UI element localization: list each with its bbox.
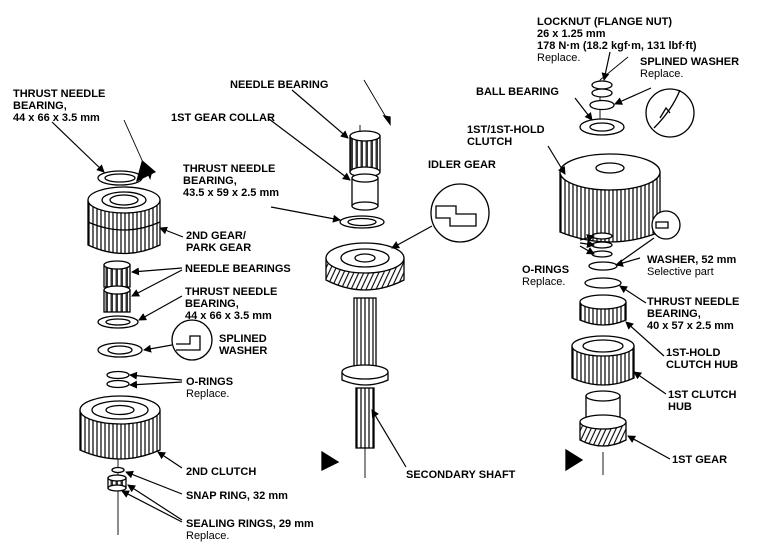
gear-collar-label: 1ST GEAR COLLAR <box>171 112 275 124</box>
snap-ring-part <box>111 466 125 474</box>
locknut-label: LOCKNUT (FLANGE NUT) 26 x 1.25 mm 178 N·… <box>537 16 697 64</box>
thrust-right-label: THRUST NEEDLE BEARING, 40 x 57 x 2.5 mm <box>647 296 740 332</box>
right-washer-detail <box>645 88 695 138</box>
thrust-left-mid-label: THRUST NEEDLE BEARING, 44 x 66 x 3.5 mm <box>185 286 278 322</box>
snap-ring-label: SNAP RING, 32 mm <box>186 490 288 502</box>
washer-52-label: WASHER, 52 mm Selective part <box>647 254 737 278</box>
left-orings-part <box>106 370 130 380</box>
washer-52-part <box>588 261 618 271</box>
leader-lines <box>51 51 671 523</box>
gear-2nd-label: 2ND GEAR/ PARK GEAR <box>186 230 252 254</box>
washer-52-detail <box>651 210 681 240</box>
locknut-part <box>591 80 613 90</box>
clutch-1st-hold-label: 1ST/1ST-HOLD CLUTCH <box>467 124 545 148</box>
thrust-center-label: THRUST NEEDLE BEARING, 43.5 x 59 x 2.5 m… <box>183 163 280 199</box>
needle-bearings-label: NEEDLE BEARINGS <box>185 263 291 275</box>
sealing-rings-part <box>107 474 127 492</box>
clutch-2nd-label: 2ND CLUTCH <box>186 466 257 478</box>
sealing-rings-label: SEALING RINGS, 29 mm Replace. <box>186 518 314 542</box>
orings-right-label: O-RINGS Replace. <box>522 264 570 288</box>
orings-left-label: O-RINGS Replace. <box>186 376 234 400</box>
thrust-left-top-label: THRUST NEEDLE BEARING, 44 x 66 x 3.5 mm <box>13 88 106 124</box>
hold-hub-part <box>579 294 627 326</box>
idler-detail <box>430 183 490 243</box>
gear-1st-part <box>579 390 627 447</box>
needle-bearings-part <box>103 260 131 313</box>
clutch-hub-1st-label: 1ST CLUTCH HUB <box>668 389 737 413</box>
ball-bearing-label: BALL BEARING <box>476 86 559 98</box>
left-washer-detail <box>171 319 213 361</box>
needle-bearing-part <box>349 135 381 173</box>
right-thrust-bearing-part <box>584 277 622 289</box>
second-clutch-part <box>79 395 161 460</box>
second-gear-part <box>87 186 161 255</box>
secondary-shaft-part <box>341 297 389 478</box>
center-assembly <box>321 79 490 478</box>
secondary-shaft-label: SECONDARY SHAFT <box>406 469 516 481</box>
splined-washer-left-label: SPLINED WASHER <box>219 333 268 357</box>
idler-gear-label: IDLER GEAR <box>428 159 496 171</box>
needle-bearing-top-label: NEEDLE BEARING <box>230 79 329 91</box>
right-orings-part <box>591 232 613 240</box>
idler-gear-part <box>325 242 405 291</box>
clutch-1st-hold-part <box>559 153 661 243</box>
right-splined-washer-part <box>589 99 615 111</box>
right-assembly <box>559 56 695 475</box>
gear-1st-label: 1ST GEAR <box>672 454 728 466</box>
left-assembly <box>79 119 213 535</box>
view-marker-left <box>136 160 156 182</box>
clutch-hub-1st-part <box>571 335 635 386</box>
hold-hub-label: 1ST-HOLD CLUTCH HUB <box>666 347 739 371</box>
splined-washer-right-label: SPLINED WASHER Replace. <box>640 56 740 80</box>
